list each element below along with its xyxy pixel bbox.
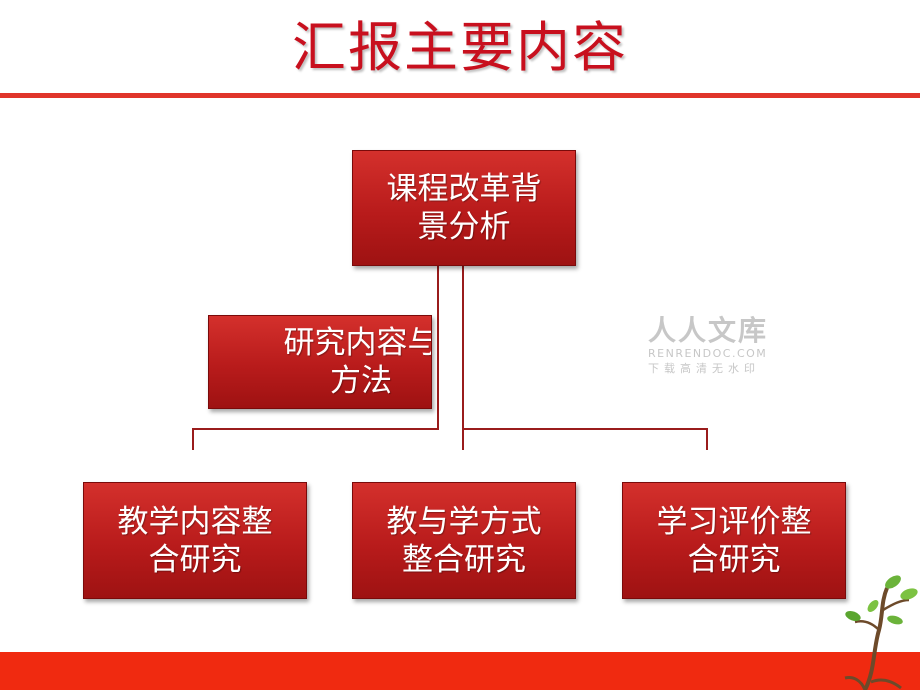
node-label-line: 合研究 — [148, 541, 242, 578]
node-label-line: 方法 — [330, 363, 392, 399]
node-teaching-learning-methods-integration: 教与学方式 整合研究 — [352, 482, 576, 599]
slide-title: 汇报主要内容 — [292, 16, 628, 79]
node-label-line: 研究内容与 — [283, 325, 432, 361]
connector-trunk-right — [462, 428, 708, 430]
sprout-icon — [844, 575, 918, 690]
node-label-line: 合研究 — [687, 541, 781, 578]
connector-right-drop — [706, 428, 708, 450]
node-label-line: 课程改革背 — [386, 171, 542, 207]
node-curriculum-reform-background: 课程改革背 景分析 — [352, 150, 576, 266]
node-label-line: 整合研究 — [402, 541, 526, 578]
connector-left-drop — [192, 428, 194, 450]
watermark-tagline: 下载高清无水印 — [648, 362, 760, 375]
title-divider — [0, 93, 920, 98]
node-teaching-content-integration: 教学内容整 合研究 — [83, 482, 307, 599]
watermark-domain: RENRENDOC.COM — [648, 347, 768, 360]
footer-bar — [0, 652, 920, 690]
node-research-content-methods: 研究内容与 方法 — [208, 315, 432, 409]
node-label-line: 景分析 — [417, 209, 511, 245]
connector-top-trunk — [462, 266, 464, 450]
node-label-line: 学习评价整 — [656, 503, 812, 540]
watermark-brand: 人人文库 — [648, 314, 769, 347]
node-label-line: 教学内容整 — [117, 503, 273, 540]
connector-middle-left — [192, 428, 439, 430]
node-label-line: 教与学方式 — [386, 503, 542, 540]
connector-top-to-middle — [437, 266, 439, 428]
node-learning-assessment-integration: 学习评价整 合研究 — [622, 482, 846, 599]
